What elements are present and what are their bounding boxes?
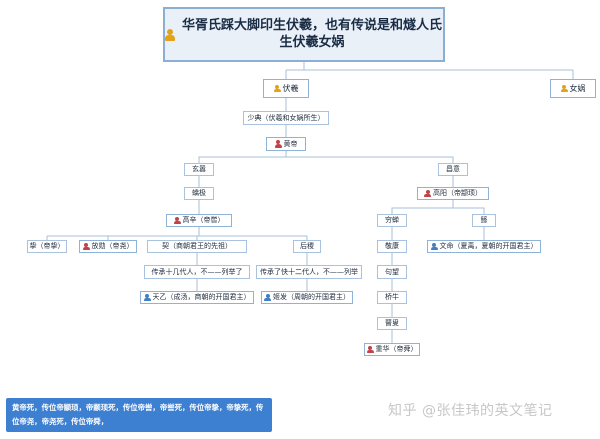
node-fangxun: 放勋（帝尧） <box>79 240 137 253</box>
diagram-title: 华胥氏踩大脚印生伏羲，也有传说是和燧人氏生伏羲女娲 <box>163 7 445 62</box>
person-icon <box>273 84 281 93</box>
person-icon <box>430 242 438 251</box>
node-nvwa: 女娲 <box>550 79 596 98</box>
person-icon <box>143 293 151 302</box>
node-xuanxiao: 玄嚣 <box>184 163 214 176</box>
node-zhi: 挚（帝挚） <box>27 240 67 253</box>
node-qiaoji: 蟜极 <box>184 187 214 200</box>
node-gaoyang: 高阳（帝颛顼） <box>417 187 489 200</box>
diagram-title-text: 华胥氏踩大脚印生伏羲，也有传说是和燧人氏生伏羲女娲 <box>181 18 442 50</box>
succession-note: 黄帝死，传位帝颛顼，帝颛顼死，传位帝喾，帝喾死，传位帝挚，帝挚死，传位帝尧，帝尧… <box>6 398 272 432</box>
node-juwang: 句望 <box>377 265 407 279</box>
node-huangdi: 黄帝 <box>266 137 306 151</box>
person-icon <box>366 345 374 354</box>
watermark: 知乎 @张佳玮的英文笔记 <box>388 403 553 419</box>
node-jifa: 姬发（周朝的开国君主） <box>261 291 353 304</box>
node-chonghua: 重华（帝舜） <box>364 343 420 356</box>
person-icon <box>264 293 271 302</box>
node-houji: 后稷 <box>293 240 321 253</box>
node-gaoxin: 高辛（帝喾） <box>166 214 232 227</box>
person-icon <box>173 216 181 225</box>
node-shaodian: 少典（伏羲和女娲所生） <box>243 111 329 125</box>
person-icon <box>82 242 90 251</box>
node-xie: 契（商朝君王的先祖） <box>147 240 247 253</box>
node-gun: 鲧 <box>472 214 496 227</box>
node-chuan12: 传承了快十二代人，不——列举 <box>256 265 362 279</box>
node-jingkang: 敬康 <box>377 240 407 253</box>
node-gusou: 瞽叟 <box>377 317 407 330</box>
node-chuan18: 传承十几代人，不——列举了 <box>144 265 250 279</box>
node-tianyi: 天乙（成汤，商朝的开国君主） <box>140 291 254 304</box>
person-icon <box>274 140 282 148</box>
person-icon <box>560 84 568 93</box>
node-fuxi: 伏羲 <box>263 79 309 98</box>
node-changyi: 昌意 <box>438 163 468 176</box>
node-qiongchan: 穷蝉 <box>377 214 407 227</box>
node-qiaoniu: 桥牛 <box>377 291 407 304</box>
node-wenming: 文命（夏禹，夏朝的开国君主） <box>427 240 541 253</box>
person-icon <box>424 189 431 198</box>
person-icon <box>165 28 175 41</box>
